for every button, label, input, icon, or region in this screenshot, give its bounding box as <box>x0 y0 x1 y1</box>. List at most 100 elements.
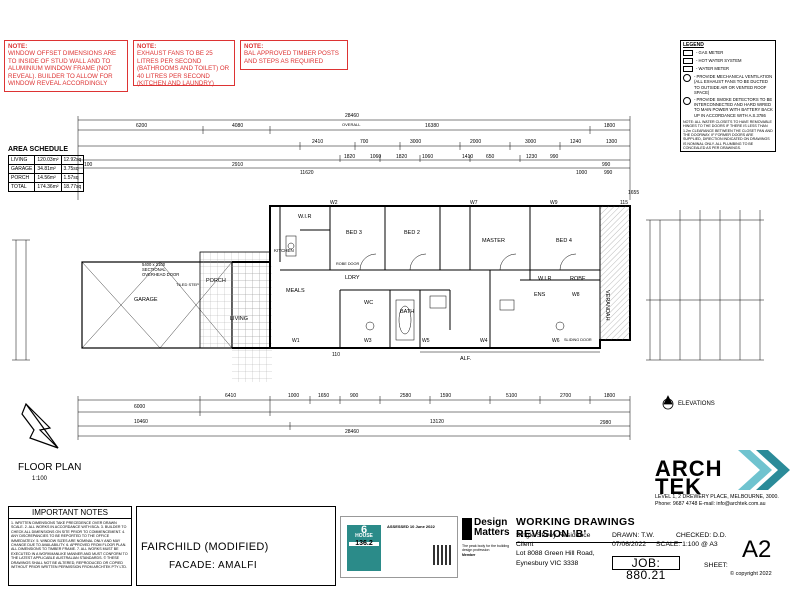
dim-misc: 115 <box>620 200 628 206</box>
design-matters-name: Design Matters <box>474 517 510 538</box>
logo-word-1: ARCH <box>655 456 723 481</box>
area-cell: TOTAL <box>7 182 36 192</box>
floor-plan-title: FLOOR PLAN <box>18 462 82 473</box>
logo-word-2: TEK <box>655 474 702 499</box>
design-matters-tagline-text: The peak body for the building design pr… <box>462 544 510 553</box>
drawing-note-garage-door: 5400 x 2100 SECTIONAL OVERHEAD DOOR <box>142 262 180 277</box>
dim-inner: 650 <box>486 154 495 160</box>
star-count: 6 <box>360 524 368 536</box>
room-label: BED 2 <box>404 230 420 236</box>
room-label: BATH <box>400 309 415 315</box>
dim-sub: 700 <box>360 139 369 145</box>
dim-bottom: 1800 <box>604 393 616 399</box>
room-label: VERANDAH <box>604 290 610 321</box>
verandah-hatch <box>599 205 631 341</box>
left-dimension-lines <box>12 239 30 361</box>
dim-sub: 2410 <box>312 139 324 145</box>
north-arrow-icon <box>21 402 59 449</box>
dim-bottom: 1650 <box>318 393 330 399</box>
site-address-1: Lot 8088 Green Hill Road, <box>516 550 595 557</box>
copyright: © copyright 2022 <box>730 571 772 577</box>
window-label: W7 <box>470 200 478 206</box>
note-text: BAL APPROVED TIMBER POSTS AND STEPS AS R… <box>244 50 339 65</box>
legend-row: - PROVIDE MECHANICAL VENTILATION (ALL EX… <box>683 74 773 95</box>
dim-misc: 990 <box>602 162 611 168</box>
dim-misc: 110 <box>332 352 340 358</box>
legend-row: - PROVIDE SMOKE DETECTORS TO BE INTERCON… <box>683 97 773 118</box>
dim-sub: 2000 <box>470 139 482 145</box>
dim-second: 990 <box>604 170 613 176</box>
note-bal-timber: NOTE: BAL APPROVED TIMBER POSTS AND STEP… <box>240 40 348 70</box>
company-address: LEVEL 1, 2 DREWERY PLACE, MELBOURNE, 300… <box>655 494 779 500</box>
dim-overall-top: 28460 <box>345 113 359 119</box>
dim-misc: 1655 <box>628 190 640 196</box>
dim-top-seg: 4080 <box>232 123 244 129</box>
room-label: PORCH <box>206 278 226 284</box>
dim-bottom-total: 28460 <box>345 429 359 435</box>
note-title: NOTE: <box>137 43 157 50</box>
area-cell: 174.36m² <box>34 182 62 192</box>
dim-overall-label: OVERALL <box>342 122 361 127</box>
drawing-note-robe-door: ROBE DOOR <box>336 262 360 266</box>
note-title: NOTE: <box>244 43 264 50</box>
client-label: Client <box>516 541 534 548</box>
design-matters-mark-icon <box>462 518 472 540</box>
design-matters-tagline: The peak body for the building design pr… <box>462 544 514 557</box>
drawing-date: 07/06/2022 <box>612 541 647 548</box>
dim-inner: 1820 <box>396 154 408 160</box>
window-label: W6 <box>552 338 560 344</box>
design-matters-logo: Design Matters The peak body for the bui… <box>462 516 514 578</box>
legend-text: - HOT WATER SYSTEM <box>696 58 742 64</box>
legend-row: - WATER METER <box>683 66 773 73</box>
window-label: W8 <box>572 292 580 298</box>
room-label: BED 4 <box>556 238 572 244</box>
energy-issued: ASSESSED 10 June 2022 <box>387 524 435 529</box>
important-notes-title: IMPORTANT NOTES <box>9 507 131 519</box>
energy-rating: 136.2 <box>349 540 379 547</box>
top-dimension-lines <box>77 116 631 200</box>
dim-inner: 1230 <box>526 154 538 160</box>
dim-sub: 3000 <box>410 139 422 145</box>
room-label: W.I.R <box>538 276 552 282</box>
sheet-label: SHEET: <box>704 562 728 569</box>
room-label: LDRY <box>345 275 360 281</box>
title-block: WORKING DRAWINGS REVISION 'B' Single Sto… <box>516 516 792 582</box>
note-text: EXHAUST FANS TO BE 25 LITRES PER SECOND … <box>137 50 230 88</box>
gas-meter-icon <box>683 50 693 57</box>
nathers-badge: 6 HOUSE 136.2 <box>347 524 381 571</box>
window-label: W5 <box>422 338 430 344</box>
area-schedule-title: AREA SCHEDULE <box>8 146 69 153</box>
dim-bottom: 1590 <box>440 393 452 399</box>
window-label: W9 <box>550 200 558 206</box>
job-number: JOB: 880.21 <box>612 556 680 581</box>
design-spec-box: FAIRCHILD (MODIFIED) FACADE: AMALFI <box>136 506 336 586</box>
design-matters-member: Member <box>462 552 476 557</box>
exhaust-fan-icon <box>683 74 691 83</box>
legend-text: - GAS METER <box>696 50 724 56</box>
note-title: NOTE: <box>8 43 28 50</box>
hot-water-icon <box>683 58 693 65</box>
dim-misc: 2980 <box>600 420 612 426</box>
star-label: HOUSE <box>355 533 373 540</box>
drawing-note-tiled-step: TILED STEP <box>176 282 199 287</box>
dim-inner: 1060 <box>422 154 434 160</box>
floor-plan-scale: 1:100 <box>32 476 48 482</box>
drawing-scale: SCALE: 1:100 @ A3 <box>656 541 718 548</box>
project-type: Single Storey Residence <box>516 532 591 539</box>
legend-text: - PROVIDE MECHANICAL VENTILATION (ALL EX… <box>694 74 773 95</box>
note-text: WINDOW OFFSET DIMENSIONS ARE TO INSIDE O… <box>8 50 117 88</box>
window-label: W2 <box>330 200 338 206</box>
dim-sub: 3000 <box>525 139 537 145</box>
legend-row: - GAS METER <box>683 50 773 57</box>
drawn-by: DRAWN: T.W. <box>612 532 655 539</box>
legend-text: - WATER METER <box>696 66 730 72</box>
elevations-marker-icon <box>662 395 674 410</box>
elevations-label: ELEVATIONS <box>678 401 715 407</box>
dim-bottom: 6000 <box>134 404 146 410</box>
legend-box: LEGEND - GAS METER - HOT WATER SYSTEM - … <box>680 40 776 152</box>
room-label: LIVING <box>230 316 249 322</box>
dim-bottom: 2700 <box>560 393 572 399</box>
